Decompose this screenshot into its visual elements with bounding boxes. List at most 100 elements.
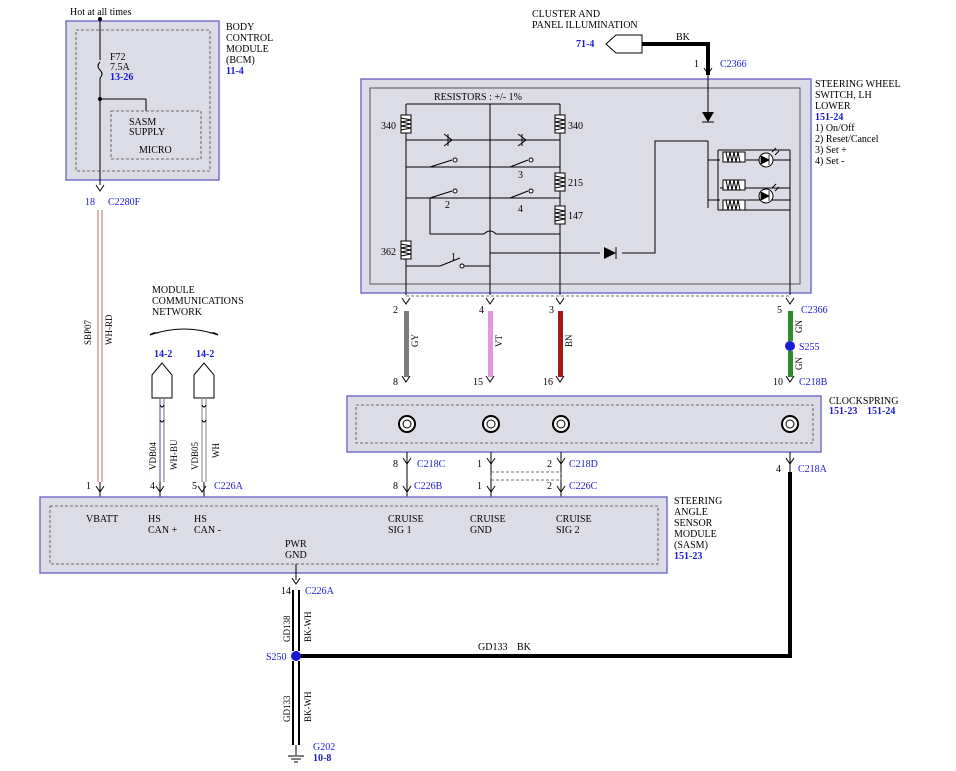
sasm-title-line3: SENSOR (674, 518, 713, 529)
pwr-gnd-line1: PWR (285, 539, 307, 550)
gd133-circuit-v: GD133 (282, 695, 292, 722)
clockspring-label: CLOCKSPRING (829, 396, 898, 407)
switch-clockspring-wires: 2 4 3 5 C2366 S255 GY VT BN GN GN 8 15 1… (393, 297, 828, 388)
sasm-pin1b: 1 (477, 481, 482, 492)
resistor-147: 147 (568, 211, 583, 222)
connector-c226a-top: C226A (214, 481, 244, 492)
switch-title-line1: STEERING WHEEL (815, 79, 901, 90)
connector-c218c: C218C (417, 459, 446, 470)
micro-label: MICRO (139, 145, 172, 156)
switch-function-4: 4) Set - (815, 156, 844, 167)
cruise-sig2-line1: CRUISE (556, 514, 592, 525)
cluster-connector: C2366 (720, 59, 747, 70)
vbatt-wire: SBP07 WH-RD (83, 210, 114, 482)
ground-connector-c226a: C226A (305, 586, 335, 597)
sasm-ref: 151-23 (674, 551, 702, 562)
ground-ref: 10-8 (313, 753, 331, 764)
switch-4-label: 4 (518, 204, 523, 215)
connector-c218b: C218B (799, 377, 828, 388)
hs-can-plus-line2: CAN + (148, 525, 178, 536)
sasm-pin5: 5 (192, 481, 197, 492)
clockspring-pin1: 1 (477, 459, 482, 470)
ground-pin14: 14 (281, 586, 291, 597)
wire-gn-color-1: GN (794, 320, 804, 333)
network-line3: NETWORK (152, 307, 203, 318)
pin-vt-top: 4 (479, 305, 484, 316)
splice-s255 (785, 341, 795, 351)
gd133-bk-wire (296, 472, 792, 658)
hs-can-minus-line1: HS (194, 514, 207, 525)
diode-symbol (604, 247, 616, 259)
switch-function-1: 1) On/Off (815, 123, 855, 134)
fuse-name: F72 (110, 52, 126, 63)
switch-1-label: 1 (451, 252, 456, 263)
bcm-module: Hot at all times F72 7.5A 13-26 SASM SUP… (65, 7, 273, 208)
cruise-gnd-line2: GND (470, 525, 492, 536)
pin-gn-top: 5 (777, 305, 782, 316)
gd133-circuit-h: GD133 (478, 642, 507, 653)
cluster-line1: CLUSTER AND (532, 9, 600, 20)
fuse-ref: 13-26 (110, 72, 133, 83)
connector-c2366-lower: C2366 (801, 305, 828, 316)
fuse-rating: 7.5A (110, 62, 131, 73)
bcm-title-line3: MODULE (226, 44, 269, 55)
steering-wheel-switch: STEERING WHEEL SWITCH, LH LOWER 151-24 1… (360, 75, 901, 295)
sasm-title-line2: ANGLE (674, 507, 708, 518)
can1-circuit: VDB04 (148, 441, 158, 470)
sasm-pin4: 4 (150, 481, 155, 492)
switch-function-2: 2) Reset/Cancel (815, 134, 879, 145)
splice-s250-label: S250 (266, 652, 287, 663)
sasm-supply-line2: SUPPLY (129, 127, 165, 138)
pin-15-c218b: 15 (473, 377, 483, 388)
pin-10-c218b: 10 (773, 377, 783, 388)
pin-16-c218b: 16 (543, 377, 553, 388)
resistor-362: 362 (381, 247, 396, 258)
can2-circuit: VDB05 (190, 441, 200, 470)
wire-gy-color: GY (410, 334, 420, 347)
network-line2: COMMUNICATIONS (152, 296, 244, 307)
comm-network: MODULE COMMUNICATIONS NETWORK 14-2 14-2 … (148, 285, 244, 482)
bcm-title-line2: CONTROL (226, 33, 273, 44)
wire-gn-color-2: GN (794, 357, 804, 370)
clockspring: CLOCKSPRING 151-23 151-24 8 C218C 1 2 C2… (346, 395, 898, 482)
connector-c218a: C218A (798, 464, 828, 475)
hs-can-minus-line2: CAN - (194, 525, 221, 536)
splice-s250 (291, 651, 301, 661)
hot-at-all-times-label: Hot at all times (70, 7, 131, 18)
cruise-sig2-line2: SIG 2 (556, 525, 580, 536)
network-ref1: 14-2 (154, 349, 172, 360)
sasm-title-line4: MODULE (674, 529, 717, 540)
connector-c226c: C226C (569, 481, 598, 492)
clockspring-ref1: 151-23 (829, 406, 857, 417)
can2-color: WH (211, 443, 221, 458)
switch-title-line2: SWITCH, LH (815, 90, 872, 101)
wire-bn-color: BN (564, 334, 574, 347)
gd133-color-h: BK (517, 642, 532, 653)
bcm-pin: 18 (85, 197, 95, 208)
zener-diode-left (440, 133, 456, 147)
cruise-gnd-line1: CRUISE (470, 514, 506, 525)
splice-s255-label: S255 (799, 342, 820, 353)
clockspring-pin2: 2 (547, 459, 552, 470)
connector-c218d: C218D (569, 459, 598, 470)
cluster-ref: 71-4 (576, 39, 594, 50)
switch-function-3: 3) Set + (815, 145, 847, 156)
sasm-title-line1: STEERING (674, 496, 722, 507)
bcm-ref: 11-4 (226, 66, 244, 77)
gd133-color-v: BK-WH (303, 691, 313, 722)
switch-2-label: 2 (445, 200, 450, 211)
pwr-gnd-line2: GND (285, 550, 307, 561)
gd138-circuit: GD138 (282, 615, 292, 642)
vbatt-color: WH-RD (104, 314, 114, 345)
cluster-wire-color: BK (676, 32, 691, 43)
zener-diode-right (514, 133, 530, 147)
cruise-sig1-line2: SIG 1 (388, 525, 412, 536)
network-line1: MODULE (152, 285, 195, 296)
resistor-215: 215 (568, 178, 583, 189)
sasm-title-line5: (SASM) (674, 540, 708, 551)
hs-can-plus-line1: HS (148, 514, 161, 525)
sasm-module: 1 4 5 C226A 8 C226B 1 2 C226C STEERING A… (39, 481, 722, 574)
sasm-pin8: 8 (393, 481, 398, 492)
clockspring-pin8: 8 (393, 459, 398, 470)
